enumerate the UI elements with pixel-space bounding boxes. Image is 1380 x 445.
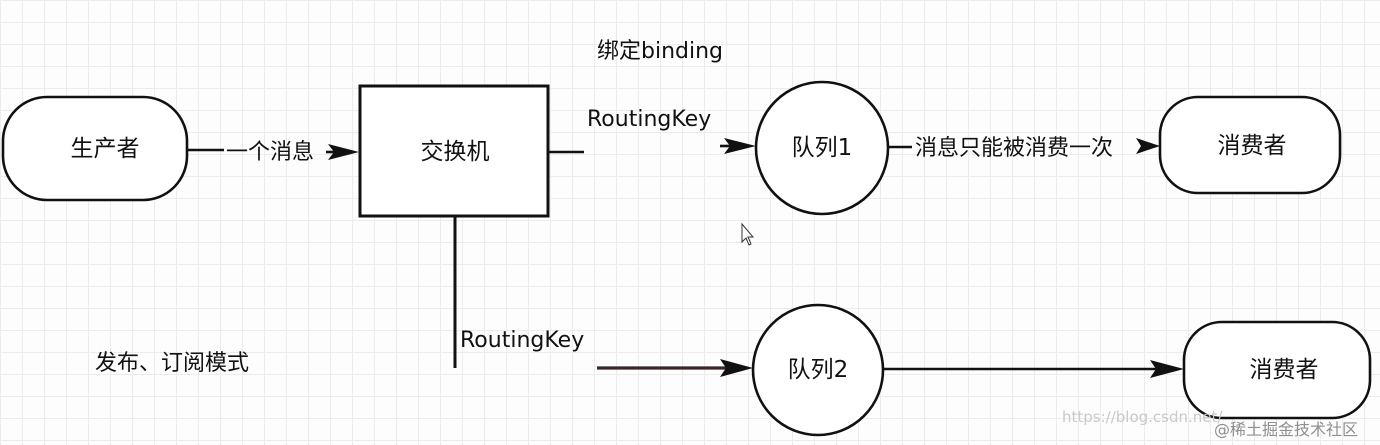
watermark-brand: @稀土掘金技术社区 xyxy=(1214,420,1358,439)
watermark-source: https://blog.csdn.net/ xyxy=(1062,408,1223,426)
consumer2-node: 消费者 xyxy=(1182,320,1372,420)
arrowhead-icon xyxy=(1150,360,1184,378)
queue1-node: 队列1 xyxy=(754,80,890,216)
edge-queue1-to-consumer1: 消息只能被消费一次 xyxy=(888,136,1160,161)
arrowhead-icon xyxy=(720,359,753,377)
producer-shape xyxy=(1,95,189,202)
edge-producer-to-exchange: 一个消息 xyxy=(187,140,359,165)
edge-exchange-to-queue1: RoutingKey xyxy=(548,107,756,154)
edge-exchange-to-queue2: RoutingKey xyxy=(453,216,753,377)
consumer1-node: 消费者 xyxy=(1158,95,1342,195)
queue1-label: 队列1 xyxy=(792,135,853,161)
exchange-node: 交换机 xyxy=(358,84,550,218)
consumer2-shape xyxy=(1182,320,1372,420)
consumer1-shape xyxy=(1158,95,1342,195)
arrowhead-icon xyxy=(1136,138,1160,154)
mouse-cursor-icon xyxy=(741,222,755,246)
producer-label: 生产者 xyxy=(71,136,140,162)
routing-key-1-label: RoutingKey xyxy=(587,107,711,132)
binding-label: 绑定binding xyxy=(597,39,723,64)
queue1-consumer-label: 消息只能被消费一次 xyxy=(915,136,1113,161)
producer-node: 生产者 xyxy=(1,95,189,202)
consumer1-label: 消费者 xyxy=(1218,133,1287,159)
consumer2-label: 消费者 xyxy=(1250,357,1319,383)
arrowhead-icon xyxy=(724,138,756,154)
queue2-label: 队列2 xyxy=(788,357,849,383)
arrowhead-icon xyxy=(328,144,359,160)
pattern-title: 发布、订阅模式 xyxy=(95,351,249,376)
exchange-label: 交换机 xyxy=(421,139,490,165)
edge-queue2-to-consumer2 xyxy=(883,360,1184,378)
routing-key-2-label: RoutingKey xyxy=(460,328,584,353)
queue2-node: 队列2 xyxy=(751,303,885,437)
edge-producer-label: 一个消息 xyxy=(226,140,314,165)
